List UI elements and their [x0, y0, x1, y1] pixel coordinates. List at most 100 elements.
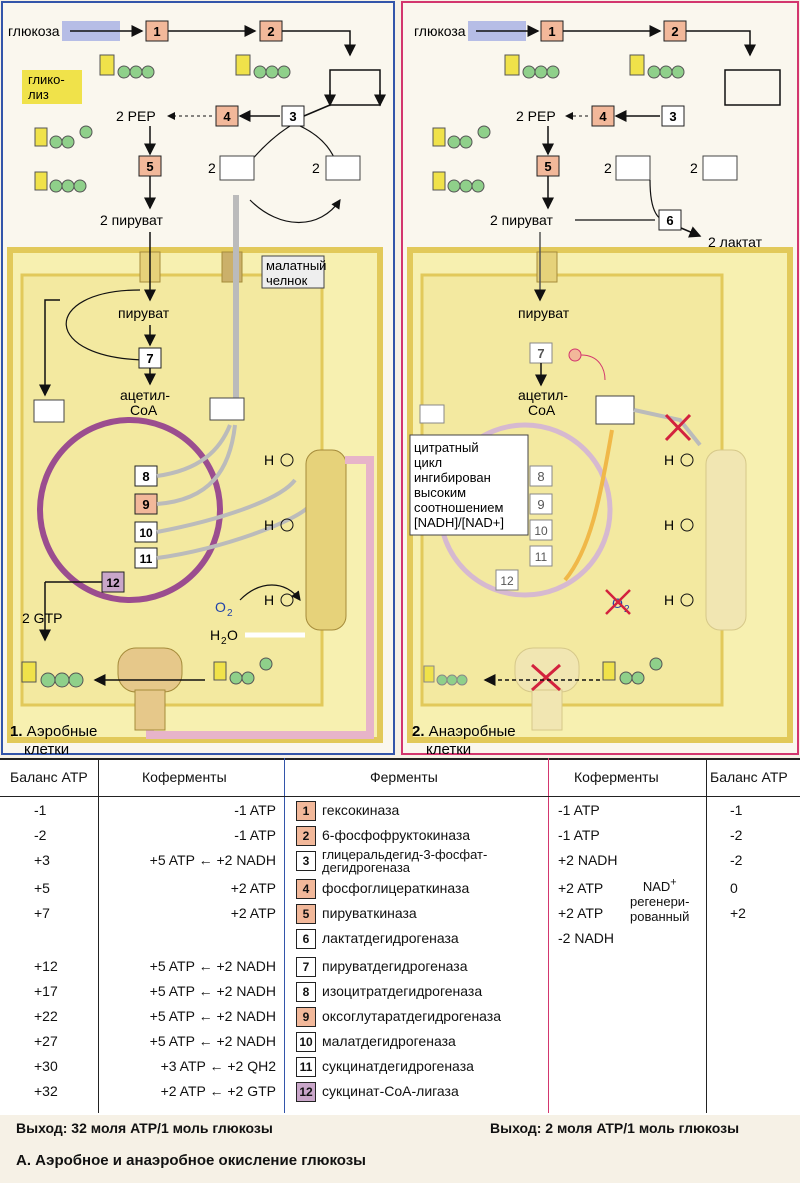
header-right-balance: Баланс ATP	[710, 769, 788, 785]
left-balance-cell: +12	[34, 958, 58, 974]
left-enzyme-5: 5	[138, 155, 162, 177]
svg-text:2: 2	[208, 160, 216, 176]
right-pyruvate2: 2 пируват	[490, 212, 553, 228]
blocked-synthase-icon	[531, 663, 561, 692]
svg-text:11: 11	[535, 550, 548, 564]
svg-text:10: 10	[139, 526, 153, 540]
enzyme-number: 11	[296, 1057, 316, 1077]
left-coenzyme-cell: -1 ATP	[234, 802, 276, 818]
atp-icon	[34, 171, 87, 193]
enzyme-name: малатдегидрогеназа	[322, 1033, 456, 1049]
enzyme-number: 10	[296, 1032, 316, 1052]
right-coenzyme-cell: -2 NADH	[558, 930, 615, 946]
right-enzyme-2: 2	[663, 20, 687, 42]
left-enzyme-8: 8	[134, 465, 158, 487]
svg-text:4: 4	[599, 109, 607, 124]
svg-text:4: 4	[223, 109, 231, 124]
svg-text:H: H	[664, 517, 674, 533]
left-coenzyme-cell: +5 ATP ← +2 NADH	[149, 983, 276, 999]
atp-icon	[432, 125, 491, 149]
left-coenzyme-cell: -1 ATP	[234, 827, 276, 843]
svg-text:2: 2	[227, 608, 233, 619]
enzyme-name: пируватдегидрогеназа	[322, 958, 468, 974]
svg-text:2: 2	[671, 24, 678, 39]
left-enzyme-9: 9	[134, 493, 158, 515]
right-enzyme-10: 10	[529, 519, 553, 541]
atp-icon	[504, 54, 560, 79]
left-pyruvate: пируват	[118, 305, 170, 321]
enzyme-name: 6-фосфофруктокиназа	[322, 827, 471, 843]
enzyme-name: оксоглутаратдегидрогеназа	[322, 1008, 502, 1024]
enzyme-number: 2	[296, 826, 316, 846]
svg-text:8: 8	[537, 469, 544, 484]
left-enzyme-2: 2	[259, 20, 283, 42]
enzyme-cell: 10 малатдегидрогеназа	[296, 1029, 456, 1054]
left-coenzyme-cell: +5 ATP ← +2 NADH	[149, 1008, 276, 1024]
header-enzymes: Ферменты	[370, 769, 438, 785]
enzyme-name: пируваткиназа	[322, 905, 417, 921]
atp-icon	[34, 125, 93, 149]
right-balance-cell: +2	[730, 905, 746, 921]
svg-text:H: H	[664, 592, 674, 608]
left-respiratory-chain	[305, 449, 347, 631]
svg-text:2: 2	[221, 636, 227, 647]
svg-text:3: 3	[289, 109, 296, 124]
svg-text:5: 5	[146, 159, 153, 174]
inhibition-icon	[568, 348, 582, 362]
right-enzyme-4: 4	[591, 105, 615, 127]
right-pyruvate: пируват	[518, 305, 570, 321]
atp-icon	[21, 661, 84, 688]
right-coenzyme-cell: +2 ATP	[558, 905, 604, 921]
right-respiratory-chain	[705, 449, 747, 631]
atp-icon	[213, 657, 273, 685]
right-yield: Выход: 2 моля ATP/1 моль глюкозы	[490, 1120, 740, 1136]
right-atp-synthase	[514, 647, 580, 693]
right-enzyme-1: 1	[540, 20, 564, 42]
left-coenzyme-cell: +5 ATP ← +2 NADH	[149, 1033, 276, 1049]
right-balance-cell: -2	[730, 852, 743, 868]
right-enzyme-6: 6	[658, 209, 682, 231]
svg-text:O: O	[227, 627, 238, 643]
glycolysis-box	[22, 70, 82, 104]
svg-text:8: 8	[142, 469, 149, 484]
glycolysis-label: глико-лиз	[28, 72, 65, 102]
atp-icon	[235, 54, 291, 79]
svg-text:7: 7	[146, 351, 153, 366]
svg-text:12: 12	[500, 574, 514, 588]
header-left-balance: Баланс ATP	[10, 769, 88, 785]
left-balance-cell: +7	[34, 905, 50, 921]
left-gtp: 2 GTP	[22, 610, 62, 626]
svg-text:2: 2	[312, 160, 320, 176]
svg-text:11: 11	[140, 552, 153, 566]
left-enzyme-3: 3	[281, 105, 305, 127]
blocked-o2-icon	[605, 589, 631, 615]
right-enzyme-9: 9	[529, 493, 553, 515]
enzyme-name: сукцинатдегидрогеназа	[322, 1058, 474, 1074]
right-balance-cell: -2	[730, 827, 743, 843]
right-enzyme-12: 12	[495, 569, 519, 591]
left-h2o: H	[210, 627, 220, 643]
right-enzyme-7: 7	[529, 342, 553, 364]
left-balance-cell: -2	[34, 827, 47, 843]
enzyme-name: сукцинат-CoA-лигаза	[322, 1083, 459, 1099]
enzyme-number: 4	[296, 879, 316, 899]
left-coenzyme-cell: +2 ATP ← +2 GTP	[160, 1083, 276, 1099]
pathway-diagram: глюкоза 1 2 глико-лиз 2 PEP 4 3 2 2 5 2 …	[1, 1, 799, 758]
enzyme-name: фосфоглицераткиназа	[322, 880, 470, 896]
